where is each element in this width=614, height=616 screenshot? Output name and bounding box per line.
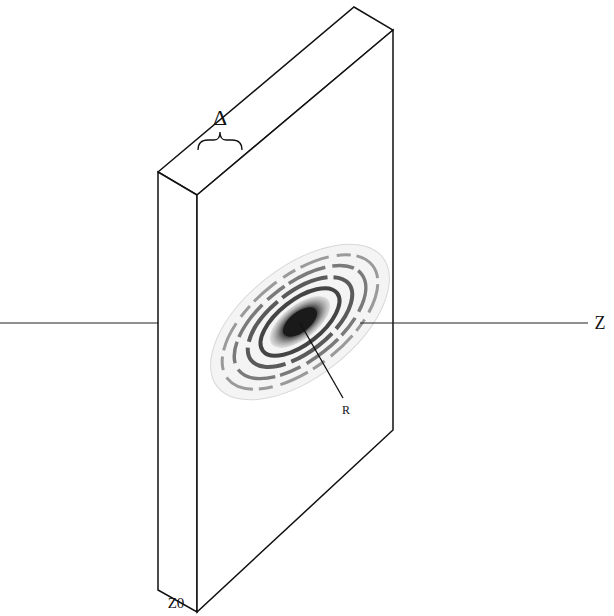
radius-line: [300, 323, 343, 398]
z-axis: [360, 322, 588, 323]
slab-side-face: [158, 172, 197, 612]
position-label: Z0: [168, 596, 185, 611]
z-axis: [0, 322, 158, 323]
axis-label: Z: [595, 314, 606, 332]
thickness-brace: [198, 132, 242, 150]
radius-label: R: [342, 404, 350, 416]
thickness-label: Δ: [213, 107, 227, 129]
galaxy: [183, 214, 416, 430]
